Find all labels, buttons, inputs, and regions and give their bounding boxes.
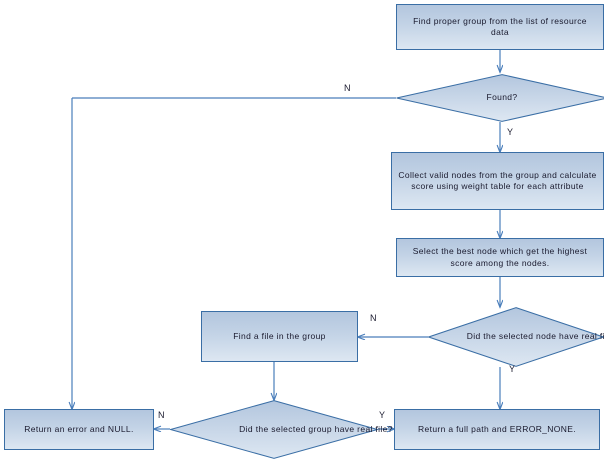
edge-label-group-file-yes: Y: [379, 410, 386, 420]
decision-shape: [396, 74, 604, 122]
node-return-error[interactable]: Return an error and NULL.: [4, 409, 154, 450]
node-return-path-label: Return a full path and ERROR_NONE.: [418, 423, 576, 434]
edge-label-node-file-yes: Y: [509, 364, 516, 374]
node-found[interactable]: Found?: [396, 74, 604, 122]
node-return-error-label: Return an error and NULL.: [24, 423, 134, 434]
node-find-file-in-group[interactable]: Find a file in the group: [201, 311, 358, 362]
edge-label-node-file-no: N: [370, 313, 377, 323]
node-find-group-label: Find proper group from the list of resou…: [413, 15, 587, 38]
node-collect-nodes-label: Collect valid nodes from the group and c…: [398, 169, 597, 192]
node-return-path[interactable]: Return a full path and ERROR_NONE.: [394, 409, 600, 450]
node-select-best-node[interactable]: Select the best node which get the highe…: [396, 238, 604, 277]
node-collect-nodes[interactable]: Collect valid nodes from the group and c…: [391, 152, 604, 210]
node-select-best-node-label: Select the best node which get the highe…: [412, 246, 588, 268]
edge-label-found-no: N: [344, 83, 351, 93]
edge-label-group-file-no: N: [158, 410, 165, 420]
node-find-file-in-group-label: Find a file in the group: [233, 330, 326, 341]
decision-shape: [170, 400, 378, 459]
edge-label-found-yes: Y: [507, 127, 514, 137]
node-find-group[interactable]: Find proper group from the list of resou…: [396, 4, 604, 50]
node-node-has-real-file[interactable]: Did the selected node have real file?: [428, 307, 604, 367]
decision-shape: [428, 307, 604, 367]
node-group-has-real-file[interactable]: Did the selected group have real file?: [170, 400, 392, 459]
